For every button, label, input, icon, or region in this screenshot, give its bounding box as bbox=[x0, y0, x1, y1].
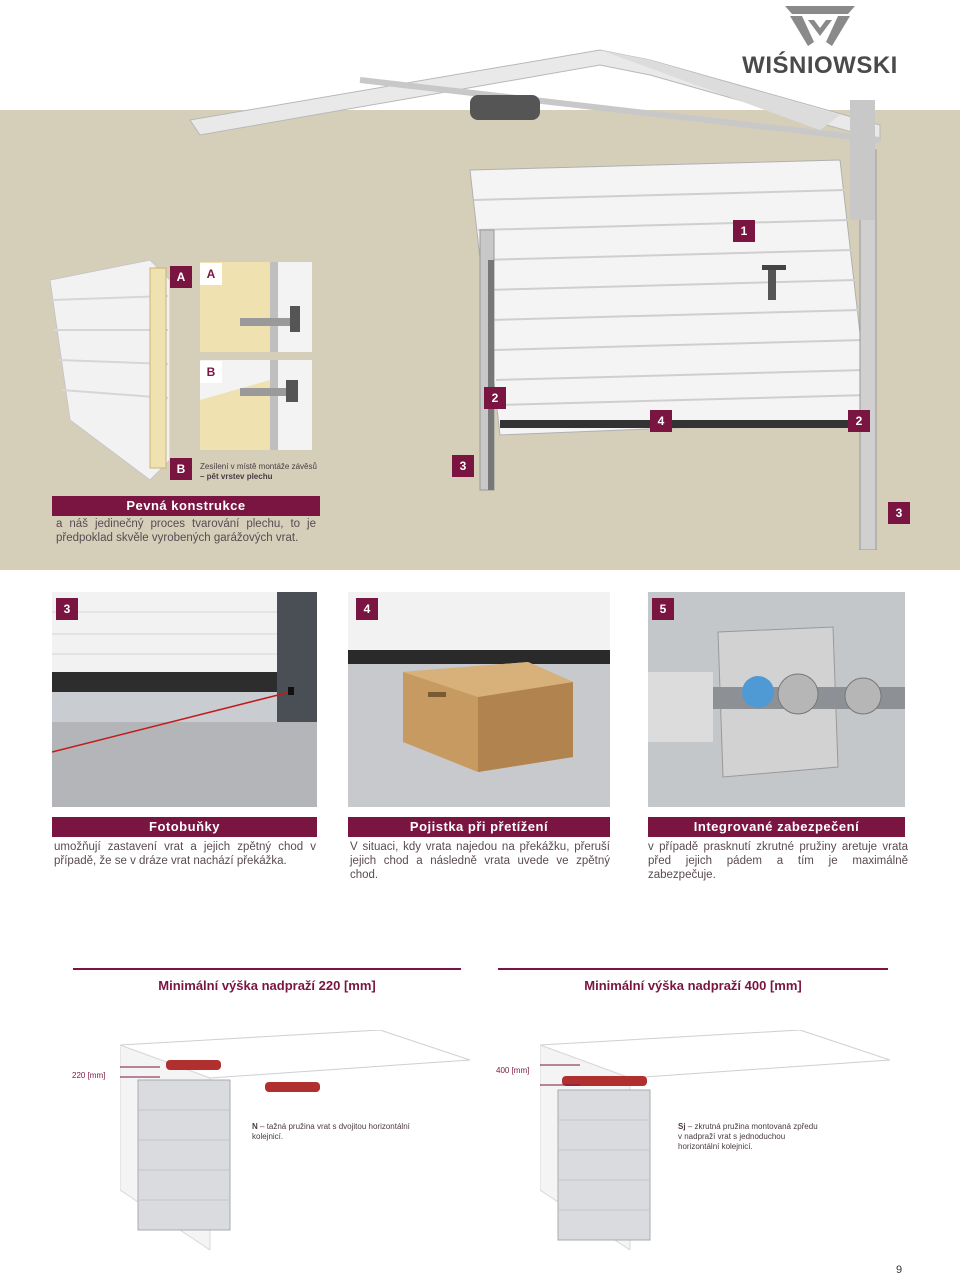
headroom-220-title: Minimální výška nadpraží 220 [mm] bbox=[158, 978, 376, 993]
page-number: 9 bbox=[896, 1264, 903, 1276]
note-n: N – tažná pružina vrat s dvojitou horizo… bbox=[252, 1122, 410, 1141]
badge-feature-5: 5 bbox=[652, 598, 674, 620]
badge-4: 4 bbox=[650, 410, 672, 432]
garage-diagram-400 bbox=[525, 1029, 891, 1251]
dim-400-label: 400 [mm] bbox=[496, 1066, 530, 1075]
construction-title: Pevná konstrukce bbox=[52, 496, 320, 516]
badge-feature-4: 4 bbox=[356, 598, 378, 620]
label-a-outer: A bbox=[170, 266, 192, 288]
photocell-photo bbox=[52, 592, 317, 807]
panel-cutaway bbox=[49, 259, 171, 481]
construction-text: a náš jedinečný proces tvarování plechu,… bbox=[56, 518, 316, 544]
feature-security-text: v případě prasknutí zkrutné pružiny aret… bbox=[648, 841, 908, 881]
feature-security-title: Integrované zabezpečení bbox=[648, 817, 905, 837]
rule-right bbox=[498, 968, 888, 970]
brand-name: WIŚNIOWSKI bbox=[742, 52, 898, 79]
rule-left bbox=[73, 968, 461, 970]
headroom-400-title: Minimální výška nadpraží 400 [mm] bbox=[584, 978, 802, 993]
label-b-outer: B bbox=[170, 458, 192, 480]
label-b-inset: B bbox=[200, 361, 222, 383]
badge-2-left: 2 bbox=[484, 387, 506, 409]
feature-obstacle-text: V situaci, kdy vrata najedou na překážku… bbox=[350, 841, 610, 881]
feature-photocell-text: umožňují zastavení vrat a jejich zpětný … bbox=[54, 841, 316, 867]
label-a-inset: A bbox=[200, 263, 222, 285]
reinforcement-caption: Zesílení v místě montáže závěsů – pět vr… bbox=[200, 462, 317, 481]
feature-obstacle-title: Pojistka při přetížení bbox=[348, 817, 610, 837]
w-emblem-icon bbox=[785, 6, 855, 46]
door-illustration bbox=[180, 40, 900, 551]
badge-feature-3: 3 bbox=[56, 598, 78, 620]
feature-photocell-title: Fotobuňky bbox=[52, 817, 317, 837]
brand-logo: WIŚNIOWSKI bbox=[730, 2, 910, 82]
badge-1: 1 bbox=[733, 220, 755, 242]
note-sj: Sj – zkrutná pružina montovaná zpředu v … bbox=[678, 1122, 818, 1151]
obstacle-photo bbox=[348, 592, 610, 807]
badge-3-left: 3 bbox=[452, 455, 474, 477]
dim-220-label: 220 [mm] bbox=[72, 1071, 106, 1080]
security-photo bbox=[648, 592, 905, 807]
garage-diagram-220 bbox=[105, 1029, 471, 1251]
badge-3-right: 3 bbox=[888, 502, 910, 524]
badge-2-right: 2 bbox=[848, 410, 870, 432]
